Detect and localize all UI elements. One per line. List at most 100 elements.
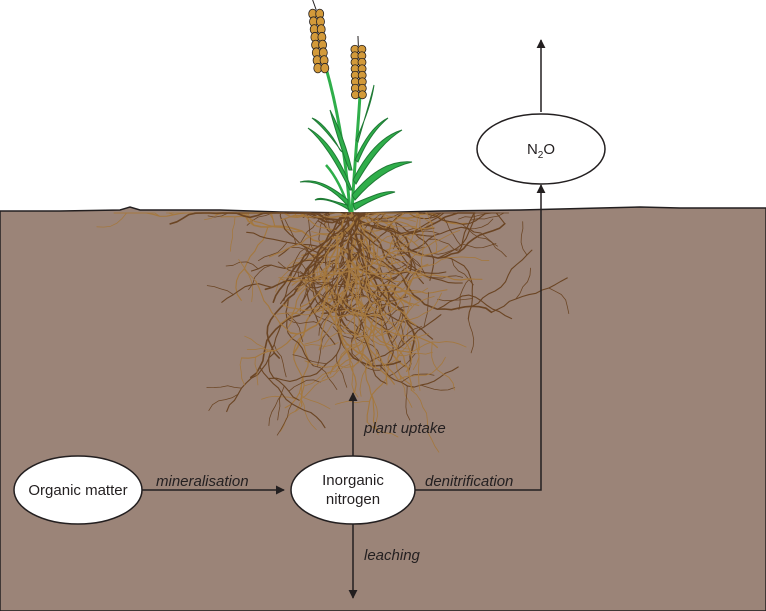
soil-area [0, 206, 766, 611]
root-strand [359, 278, 364, 307]
root-strand [350, 262, 395, 385]
root-strand [436, 294, 513, 320]
root-strand [336, 263, 429, 317]
mineralisation-label: mineralisation [156, 473, 249, 490]
root-strand [254, 356, 259, 386]
wheat-plant-icon [299, 0, 413, 213]
n2o-label: N2O [527, 141, 555, 161]
root-strand [344, 245, 449, 270]
root-strand [412, 230, 441, 235]
root-strand [309, 284, 339, 303]
root-strand [398, 341, 467, 353]
root-strand [238, 259, 257, 282]
root-strand [244, 335, 269, 352]
root-strand [338, 219, 345, 269]
root-strand [458, 212, 493, 220]
plant-leaf [299, 180, 349, 208]
root-strand [309, 254, 351, 289]
root-strand [520, 221, 528, 256]
root-strand [410, 389, 440, 453]
plant-stem [350, 94, 362, 213]
root-strand [351, 251, 405, 265]
root-strand [515, 267, 531, 300]
root-strand [113, 212, 196, 217]
root-strand [415, 212, 425, 274]
root-strand [420, 384, 456, 391]
root-strand [340, 309, 386, 338]
root-strand [336, 354, 348, 388]
root-strand [261, 395, 297, 400]
n2o-label-rest: O [543, 141, 555, 158]
root-strand [330, 272, 355, 307]
root-strand [390, 233, 418, 245]
plant-leaf [307, 127, 353, 191]
root-strand [401, 212, 418, 252]
plant-leaf [355, 84, 375, 143]
root-strand [410, 226, 482, 252]
root-strand [303, 275, 336, 345]
root-strand [400, 310, 405, 346]
root-strand [291, 247, 325, 259]
root-strand [458, 277, 471, 310]
root-strand [471, 249, 533, 307]
root-strand [284, 339, 309, 409]
root-strand [258, 241, 288, 262]
root-strand [371, 394, 379, 429]
root-strand [411, 335, 421, 391]
root-strand [296, 269, 355, 293]
plant-stem [324, 67, 352, 213]
root-strand [397, 326, 422, 350]
root-strand [208, 393, 239, 411]
organic-matter-node: Organic matter [13, 455, 143, 525]
root-strand [366, 421, 399, 438]
plant-leaf [354, 117, 389, 163]
root-strand [239, 357, 245, 386]
root-strand [316, 333, 327, 368]
root-strand [386, 295, 435, 345]
root-strand [355, 258, 412, 391]
root-strand [169, 212, 346, 225]
root-strand [365, 359, 379, 435]
plant-leaf [352, 191, 396, 211]
root-strand [275, 262, 295, 293]
root-strand [292, 334, 305, 407]
root-strand [255, 280, 291, 334]
root-strand [272, 212, 360, 304]
root-strand [299, 215, 322, 244]
root-strand [206, 285, 234, 295]
plant-leaf [314, 197, 351, 212]
root-strand [221, 283, 273, 303]
root-strand [282, 234, 351, 312]
plant-leaf [311, 117, 343, 153]
root-strand [299, 261, 311, 288]
root-strand [286, 318, 321, 325]
root-strand [362, 212, 410, 232]
root-strand [337, 246, 391, 280]
root-strand [240, 333, 298, 359]
root-strand [246, 348, 276, 352]
root-strand [206, 385, 242, 389]
root-strand [405, 385, 411, 421]
root-strand [318, 260, 351, 351]
root-strand [360, 239, 413, 372]
root-strand [268, 324, 300, 401]
root-strand [284, 218, 297, 245]
root-strand [323, 305, 372, 318]
root-strand [490, 277, 568, 313]
inorganic-nitrogen-label-line2: nitrogen [326, 491, 380, 508]
root-strand [357, 242, 369, 289]
root-strand [461, 243, 497, 249]
plant-uptake-label: plant uptake [363, 420, 446, 437]
root-strand [405, 229, 461, 272]
root-strand [480, 232, 507, 258]
root-strand [268, 340, 342, 382]
root-strand [347, 240, 395, 272]
root-strand [321, 325, 367, 380]
root-strand [482, 212, 506, 225]
root-strand [304, 305, 362, 345]
root-strand [350, 212, 468, 225]
root-strand [353, 212, 409, 220]
root-strand [442, 216, 462, 247]
